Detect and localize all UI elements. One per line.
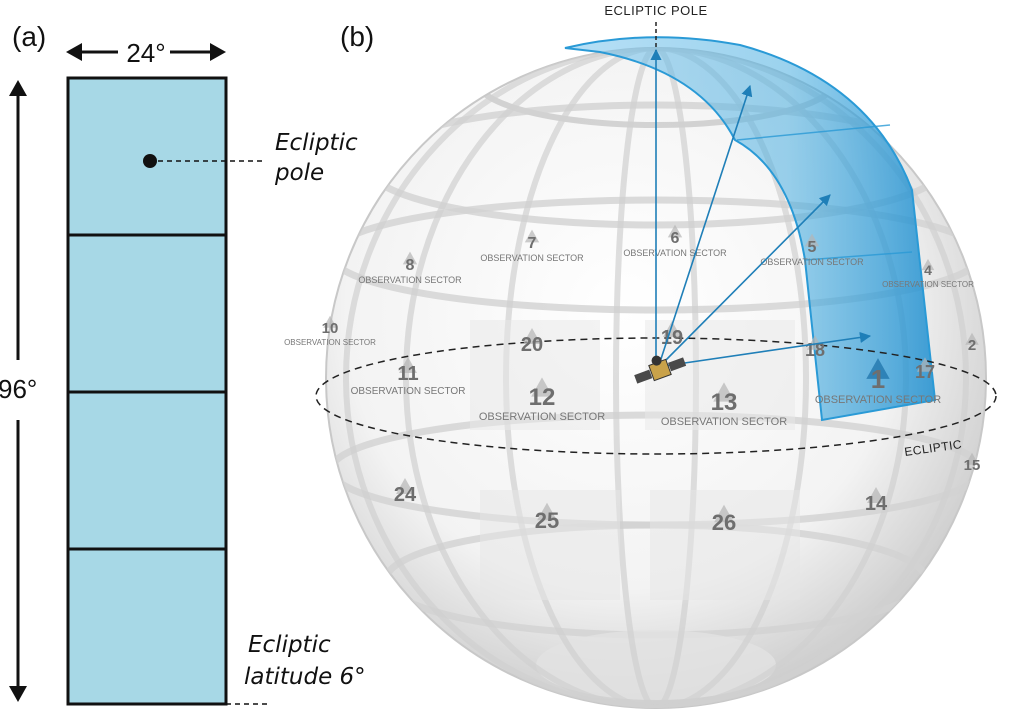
sector-number: 8 xyxy=(406,257,415,274)
sector-arrow-icon xyxy=(713,382,735,402)
sector-arrow-icon xyxy=(965,332,979,345)
sector-number: 6 xyxy=(671,230,680,247)
sector-label: OBSERVATION SECTOR xyxy=(882,280,974,289)
sector-label: OBSERVATION SECTOR xyxy=(351,386,466,397)
sector-label: OBSERVATION SECTOR xyxy=(480,253,584,263)
sector-arrow-icon xyxy=(524,229,540,243)
sector-arrow-icon xyxy=(667,224,683,238)
sector-20: 20 xyxy=(521,328,543,356)
sector-number: 15 xyxy=(964,457,981,474)
sector-arrow-icon xyxy=(916,357,934,372)
sector-label: OBSERVATION SECTOR xyxy=(358,275,462,285)
sector-arrow-icon xyxy=(399,357,417,373)
sector-26: 26 xyxy=(712,504,736,535)
sector-label: OBSERVATION SECTOR xyxy=(661,416,787,428)
pole-label-line2: pole xyxy=(274,160,324,186)
sector-label: OBSERVATION SECTOR xyxy=(815,394,941,406)
sector-number: 10 xyxy=(322,320,339,337)
width-dimension-arrow xyxy=(66,43,226,61)
sector-arrow-icon xyxy=(866,358,890,379)
panel-a-label: (a) xyxy=(12,21,46,52)
ecliptic-pole-marker xyxy=(143,154,157,168)
sector-number: 12 xyxy=(529,384,556,411)
sector-label: OBSERVATION SECTOR xyxy=(760,257,864,267)
camera-field-4 xyxy=(66,547,228,706)
sector-arrow-icon xyxy=(396,478,414,494)
sector-arrow-icon xyxy=(323,315,337,328)
height-label: 96° xyxy=(0,374,37,404)
panel-b: (b) ECLIPTIC xyxy=(284,3,997,709)
sector-number: 25 xyxy=(535,508,559,533)
panel-b-label: (b) xyxy=(340,21,374,52)
sector-label: OBSERVATION SECTOR xyxy=(623,248,727,258)
pointing-arrows xyxy=(650,48,872,367)
sector-number: 4 xyxy=(924,262,932,278)
sector-label: OBSERVATION SECTOR xyxy=(479,411,605,423)
sector-14: 14 xyxy=(865,487,888,515)
sector-number: 17 xyxy=(915,362,935,382)
panel-a: (a) 24° 96° Ecliptic pole xyxy=(0,21,366,706)
ecliptic-pole-label: ECLIPTIC POLE xyxy=(604,3,707,18)
sector-arrow-icon xyxy=(921,258,935,271)
sector-number: 5 xyxy=(808,239,817,256)
sector-arrow-icon xyxy=(537,502,557,521)
spacecraft-icon xyxy=(634,355,687,384)
sector-arrow-icon xyxy=(663,321,681,337)
sector-arrow-icon xyxy=(804,233,820,247)
sector-number: 14 xyxy=(865,493,888,515)
sector-17: 17 xyxy=(915,357,935,382)
sector-number: 20 xyxy=(521,334,543,356)
sector-label: OBSERVATION SECTOR xyxy=(284,338,376,347)
pole-label-line1: Ecliptic xyxy=(275,130,358,156)
sector-arrow-icon xyxy=(523,328,541,344)
camera-stack xyxy=(66,76,228,706)
sector-arrow-icon xyxy=(714,504,734,523)
sector-arrow-icon xyxy=(531,377,553,397)
camera-field-3 xyxy=(66,390,228,551)
sector-number: 13 xyxy=(711,389,738,416)
sector-2: 2 xyxy=(965,332,979,354)
highlighted-sector-band xyxy=(564,36,937,422)
sector-24: 24 xyxy=(394,478,417,506)
sector-arrow-icon xyxy=(402,251,418,265)
camera-field-2 xyxy=(66,233,228,394)
sector-25: 25 xyxy=(535,502,559,533)
latitude-label-line2: latitude 6° xyxy=(244,664,366,690)
sector-arrow-icon xyxy=(806,335,824,350)
sector-number: 2 xyxy=(968,337,976,354)
sector-number: 26 xyxy=(712,510,736,535)
sector-arrow-icon xyxy=(867,487,885,503)
sector-arrow-icon xyxy=(965,452,979,465)
sector-number: 7 xyxy=(528,235,537,252)
latitude-label-line1: Ecliptic xyxy=(248,632,331,658)
sector-number: 11 xyxy=(397,363,418,385)
sector-number: 1 xyxy=(871,364,885,394)
height-dimension-arrow xyxy=(9,80,27,702)
sector-number: 24 xyxy=(394,484,417,506)
sector-15: 15 xyxy=(964,452,981,474)
width-label: 24° xyxy=(126,38,165,68)
